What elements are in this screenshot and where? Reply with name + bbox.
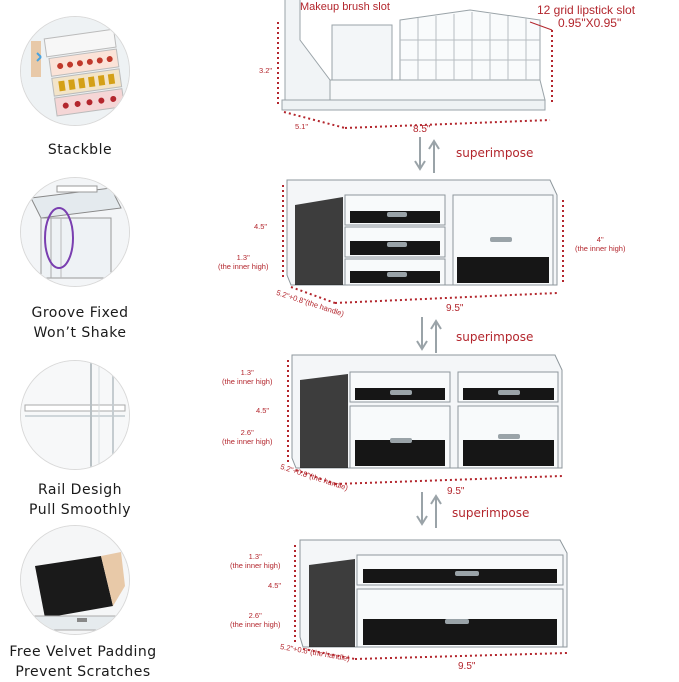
unit3-height-dim: 4.5" — [256, 406, 270, 415]
superimpose-arrows-icon — [416, 317, 442, 353]
unit-2-drawing — [282, 179, 564, 304]
feature-label-line: Groove Fixed — [31, 305, 129, 321]
dim-value: 1.3" — [248, 552, 262, 561]
top-height-dim: 3.2" — [259, 66, 273, 75]
rail-closeup-photo-icon — [20, 360, 130, 470]
superimpose-label: superimpose — [456, 146, 534, 160]
dim-note: (the inner high) — [230, 561, 281, 570]
groove-closeup-photo-icon — [20, 177, 130, 287]
unit3-inner-small-dim: 1.3" (the inner high) — [222, 368, 272, 386]
top-unit-drawing — [277, 0, 553, 129]
feature-label-rail: Rail Desigh Pull Smoothly — [5, 480, 155, 520]
unit2-right-inner-dim: 4" (the inner high) — [575, 235, 625, 253]
superimpose-label: superimpose — [452, 506, 530, 520]
feature-label-line: Won’t Shake — [33, 325, 127, 341]
dim-value: 1.3" — [236, 253, 250, 262]
superimpose-label: superimpose — [456, 330, 534, 344]
unit-4-drawing — [294, 539, 568, 660]
unit-3-drawing — [287, 354, 563, 485]
feature-label-line: Pull Smoothly — [29, 502, 131, 518]
unit4-width-dim: 9.5" — [458, 661, 476, 672]
feature-label-line: Free Velvet Padding — [9, 644, 157, 660]
dim-value: 4" — [596, 235, 604, 244]
dim-note: (the inner high) — [575, 244, 626, 253]
dim-note: (the inner high) — [222, 377, 273, 386]
unit2-width-dim: 9.5" — [446, 303, 464, 314]
unit2-height-dim: 4.5" — [254, 222, 268, 231]
dim-note: (the inner high) — [218, 262, 269, 271]
dim-note: (the inner high) — [222, 437, 273, 446]
feature-label-velvet: Free Velvet Padding Prevent Scratches — [3, 642, 163, 682]
feature-label-stackable: Stackble — [5, 140, 155, 160]
dim-value: 2.6" — [248, 611, 262, 620]
feature-label-line: Stackble — [47, 142, 113, 158]
unit4-inner-large-dim: 2.6" (the inner high) — [230, 611, 280, 629]
superimpose-arrows-icon — [414, 137, 440, 173]
feature-label-groove: Groove Fixed Won’t Shake — [5, 303, 155, 343]
velvet-pad-photo-icon — [20, 525, 130, 635]
dim-note: (the inner high) — [230, 620, 281, 629]
unit2-inner-dim: 1.3" (the inner high) — [218, 253, 268, 271]
dim-value: 1.3" — [240, 368, 254, 377]
stacked-organizer-photo-icon — [20, 16, 130, 126]
feature-label-line: Rail Desigh — [37, 482, 123, 498]
unit3-inner-large-dim: 2.6" (the inner high) — [222, 428, 272, 446]
dim-value: 2.6" — [240, 428, 254, 437]
brush-slot-label: Makeup brush slot — [300, 1, 390, 13]
top-width-dim: 8.5" — [413, 124, 431, 135]
superimpose-arrows-icon — [416, 492, 442, 528]
unit4-height-dim: 4.5" — [268, 581, 282, 590]
lipstick-slot-label: 12 grid lipstick slot — [537, 3, 636, 17]
unit4-inner-small-dim: 1.3" (the inner high) — [230, 552, 280, 570]
feature-label-line: Prevent Scratches — [15, 664, 151, 680]
lipstick-slot-size: 0.95"X0.95" — [558, 16, 622, 30]
top-depth-dim: 5.1" — [295, 122, 309, 131]
unit3-width-dim: 9.5" — [447, 486, 465, 497]
